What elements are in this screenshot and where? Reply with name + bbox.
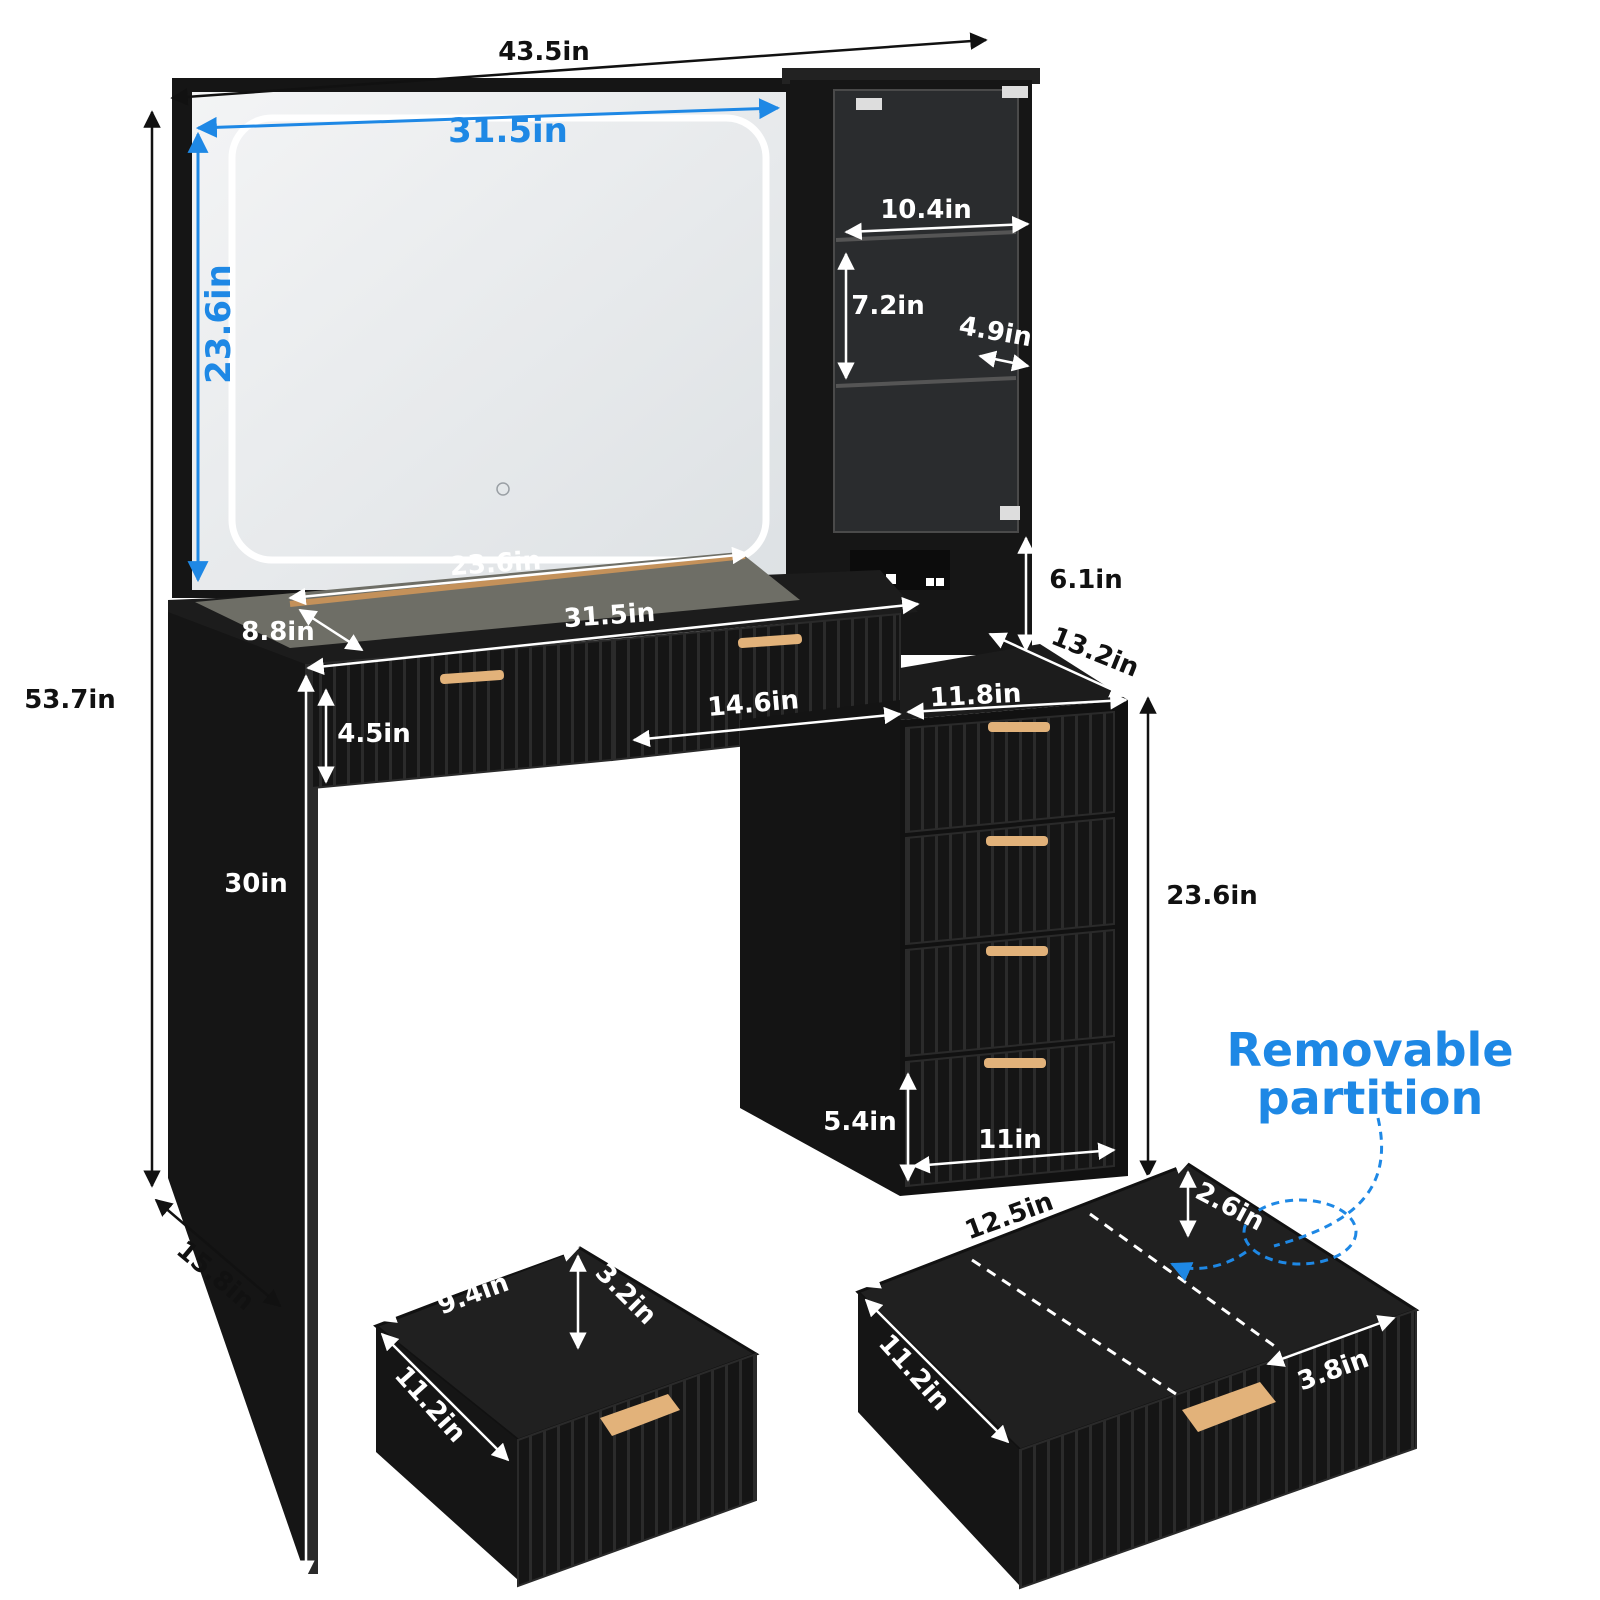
label-tray-width: 23.6in <box>449 546 542 582</box>
cabinet-drawer-2 <box>905 816 1115 946</box>
label-cabinet-height: 23.6in <box>1166 881 1258 911</box>
dimension-lines <box>143 32 1396 1578</box>
label-cabinet-width: 11.8in <box>929 679 1022 714</box>
drawer-handle <box>986 836 1048 846</box>
drawer-handle <box>600 1394 680 1436</box>
label-outlet-gap: 6.1in <box>1049 565 1122 595</box>
label-mirror-width: 31.5in <box>448 111 568 151</box>
label-mirror-height: 23.6in <box>199 264 239 384</box>
hinge-icon <box>856 98 882 110</box>
callout-text: Removable partition <box>1226 1023 1513 1125</box>
callout-line-1: Removable <box>1226 1023 1513 1077</box>
callout-line-2: partition <box>1257 1071 1484 1125</box>
mirror-unit <box>172 78 794 598</box>
label-overall-height: 53.7in <box>24 685 116 715</box>
partition-highlight <box>1242 1198 1358 1266</box>
left-side-panel <box>168 612 305 1574</box>
drawer-handle <box>986 946 1048 956</box>
usb-port-icon <box>936 578 944 586</box>
callout-leader <box>1273 1117 1384 1248</box>
glass-door <box>833 89 1019 533</box>
label-bottom-drawer-width: 11in <box>978 1125 1042 1155</box>
hinge-icon <box>1000 506 1020 520</box>
shelf-2 <box>835 376 1017 388</box>
label-overall-width: 43.5in <box>498 37 590 67</box>
drawer-cabinet <box>740 644 1128 1196</box>
hinge-icon <box>1002 86 1028 98</box>
usb-port-icon <box>886 574 896 584</box>
drawer-handle <box>988 722 1050 732</box>
cabinet-drawer-3 <box>905 928 1115 1058</box>
touch-sensor-icon <box>496 482 510 496</box>
label-shelf-height: 7.2in <box>851 291 924 321</box>
drawer-handle <box>984 1058 1046 1068</box>
usb-port-icon <box>926 578 934 586</box>
mirror-glass <box>192 92 786 590</box>
drawer-handle <box>1182 1382 1276 1432</box>
label-shelf-width: 10.4in <box>880 195 972 225</box>
partition-callout <box>1170 1117 1384 1282</box>
callout-arrow <box>1170 1250 1247 1282</box>
label-desk-width: 31.5in <box>563 598 656 634</box>
label-knee-height: 30in <box>224 869 288 899</box>
cabinet-side <box>740 700 900 1196</box>
label-drawer-front-height: 4.5in <box>337 719 410 749</box>
small-drawer-front <box>517 1352 757 1588</box>
label-bottom-drawer-height: 5.4in <box>823 1107 896 1137</box>
label-tray-depth: 8.8in <box>241 617 314 647</box>
